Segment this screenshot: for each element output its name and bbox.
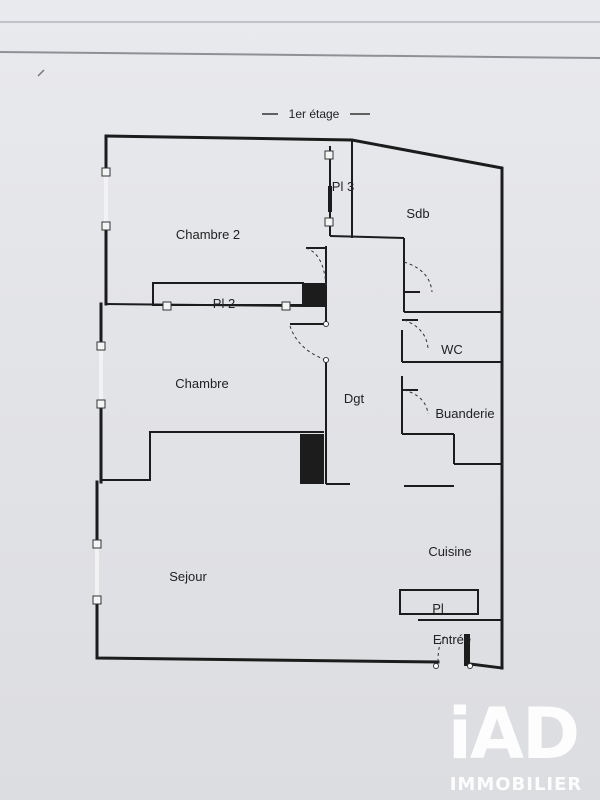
label-wc: WC bbox=[441, 342, 463, 357]
outer-wall-top-right bbox=[104, 134, 504, 670]
door-wc bbox=[403, 319, 429, 349]
window-marker bbox=[96, 399, 106, 409]
label-dgt: Dgt bbox=[344, 391, 365, 406]
label-buanderie: Buanderie bbox=[435, 406, 494, 421]
marker-square bbox=[281, 301, 291, 311]
window-marker bbox=[92, 539, 102, 549]
wall-chambre-bottom bbox=[101, 431, 324, 481]
label-sdb: Sdb bbox=[406, 206, 429, 221]
floor-title: 1er étage bbox=[289, 107, 340, 121]
watermark-logo: iAD bbox=[448, 693, 578, 775]
outer-wall-left-bottom bbox=[95, 480, 440, 664]
window-marker bbox=[101, 221, 111, 231]
duct-black-1 bbox=[303, 283, 325, 307]
window-marker bbox=[96, 341, 106, 351]
marker-square bbox=[324, 217, 334, 227]
label-chambre-2: Chambre 2 bbox=[176, 227, 240, 242]
entree-door-jamb bbox=[464, 634, 470, 666]
closet-pl bbox=[399, 589, 479, 615]
door-hinge bbox=[323, 357, 329, 363]
marker-square bbox=[324, 150, 334, 160]
window-marker bbox=[92, 595, 102, 605]
marker-square bbox=[162, 301, 172, 311]
label-chambre: Chambre bbox=[175, 376, 228, 391]
window-marker bbox=[101, 167, 111, 177]
duct-black-2 bbox=[300, 434, 324, 484]
pen-mark bbox=[37, 69, 45, 77]
door-hinge bbox=[433, 663, 439, 669]
outer-wall-bottom-right bbox=[468, 662, 504, 670]
watermark-subtitle: IMMOBILIER bbox=[450, 774, 583, 795]
label-pl2: Pl 2 bbox=[213, 296, 235, 311]
label-entree: Entrée bbox=[433, 632, 471, 647]
door-hinge bbox=[323, 321, 329, 327]
door-sdb bbox=[403, 261, 433, 293]
label-cuisine: Cuisine bbox=[428, 544, 471, 559]
iad-watermark: iAD IMMOBILIER bbox=[448, 693, 583, 795]
label-pl: Pl bbox=[432, 601, 444, 616]
door-buanderie bbox=[403, 389, 429, 415]
door-entree bbox=[437, 635, 447, 663]
label-sejour: Sejour bbox=[169, 569, 207, 584]
wall-dgt-top bbox=[329, 235, 405, 239]
door-hinge bbox=[467, 663, 473, 669]
door-chambre2 bbox=[305, 247, 327, 287]
page-border-line bbox=[0, 51, 600, 59]
door-chambre bbox=[289, 325, 327, 361]
label-pl3: Pl 3 bbox=[332, 179, 354, 194]
